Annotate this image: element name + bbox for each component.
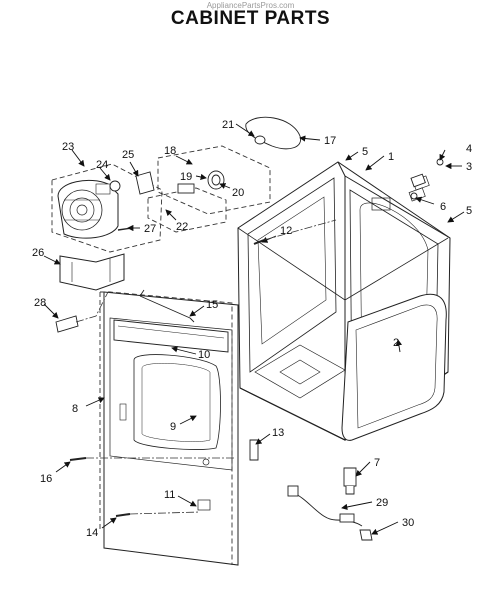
callout-6: 6 <box>440 201 446 213</box>
callout-26: 26 <box>32 247 44 259</box>
trim-part <box>113 319 229 353</box>
alignment-lines <box>75 219 337 515</box>
callout-15: 15 <box>206 299 218 311</box>
callout-11: 11 <box>164 489 175 501</box>
callout-21: 21 <box>222 119 234 131</box>
callout-18: 18 <box>164 145 176 157</box>
motor-bracket-part <box>59 253 125 291</box>
callout-23: 23 <box>62 141 74 153</box>
callout-1: 1 <box>388 151 394 163</box>
callout-30: 30 <box>402 517 414 529</box>
front-panel-part <box>103 291 239 566</box>
motor-boundary <box>51 163 163 253</box>
callout-5-side: 5 <box>466 205 472 217</box>
callout-10: 10 <box>198 349 210 361</box>
callout-labels: 1 2 3 4 5 5 6 7 8 9 10 11 12 13 14 15 16… <box>32 119 472 539</box>
callout-25: 25 <box>122 149 134 161</box>
callout-24: 24 <box>96 159 108 171</box>
page-title: CABINET PARTS <box>170 8 331 29</box>
callout-2: 2 <box>393 337 399 349</box>
callout-29: 29 <box>376 497 388 509</box>
callout-27: 27 <box>144 223 156 235</box>
callout-22: 22 <box>176 221 188 233</box>
callout-13: 13 <box>272 427 284 439</box>
callout-20: 20 <box>232 187 244 199</box>
callout-12: 12 <box>280 225 292 237</box>
watermark: AppliancePartsPros.com <box>206 1 295 10</box>
callout-5-top: 5 <box>362 146 368 158</box>
callout-16: 16 <box>40 473 52 485</box>
front-assembly-boundary <box>99 291 233 565</box>
callout-9: 9 <box>170 421 176 433</box>
motor-assembly-part <box>57 179 119 239</box>
small-parts <box>55 116 444 541</box>
leader-lines <box>43 123 465 535</box>
bracket-group-boundary <box>147 145 271 233</box>
callout-8: 8 <box>72 403 78 415</box>
callout-17: 17 <box>324 135 336 147</box>
side-panel-part <box>341 293 447 441</box>
callout-19: 19 <box>180 171 192 183</box>
callout-28: 28 <box>34 297 46 309</box>
callout-4: 4 <box>466 143 472 155</box>
callout-14: 14 <box>86 527 98 539</box>
callout-7: 7 <box>374 457 380 469</box>
callout-3: 3 <box>466 161 472 173</box>
